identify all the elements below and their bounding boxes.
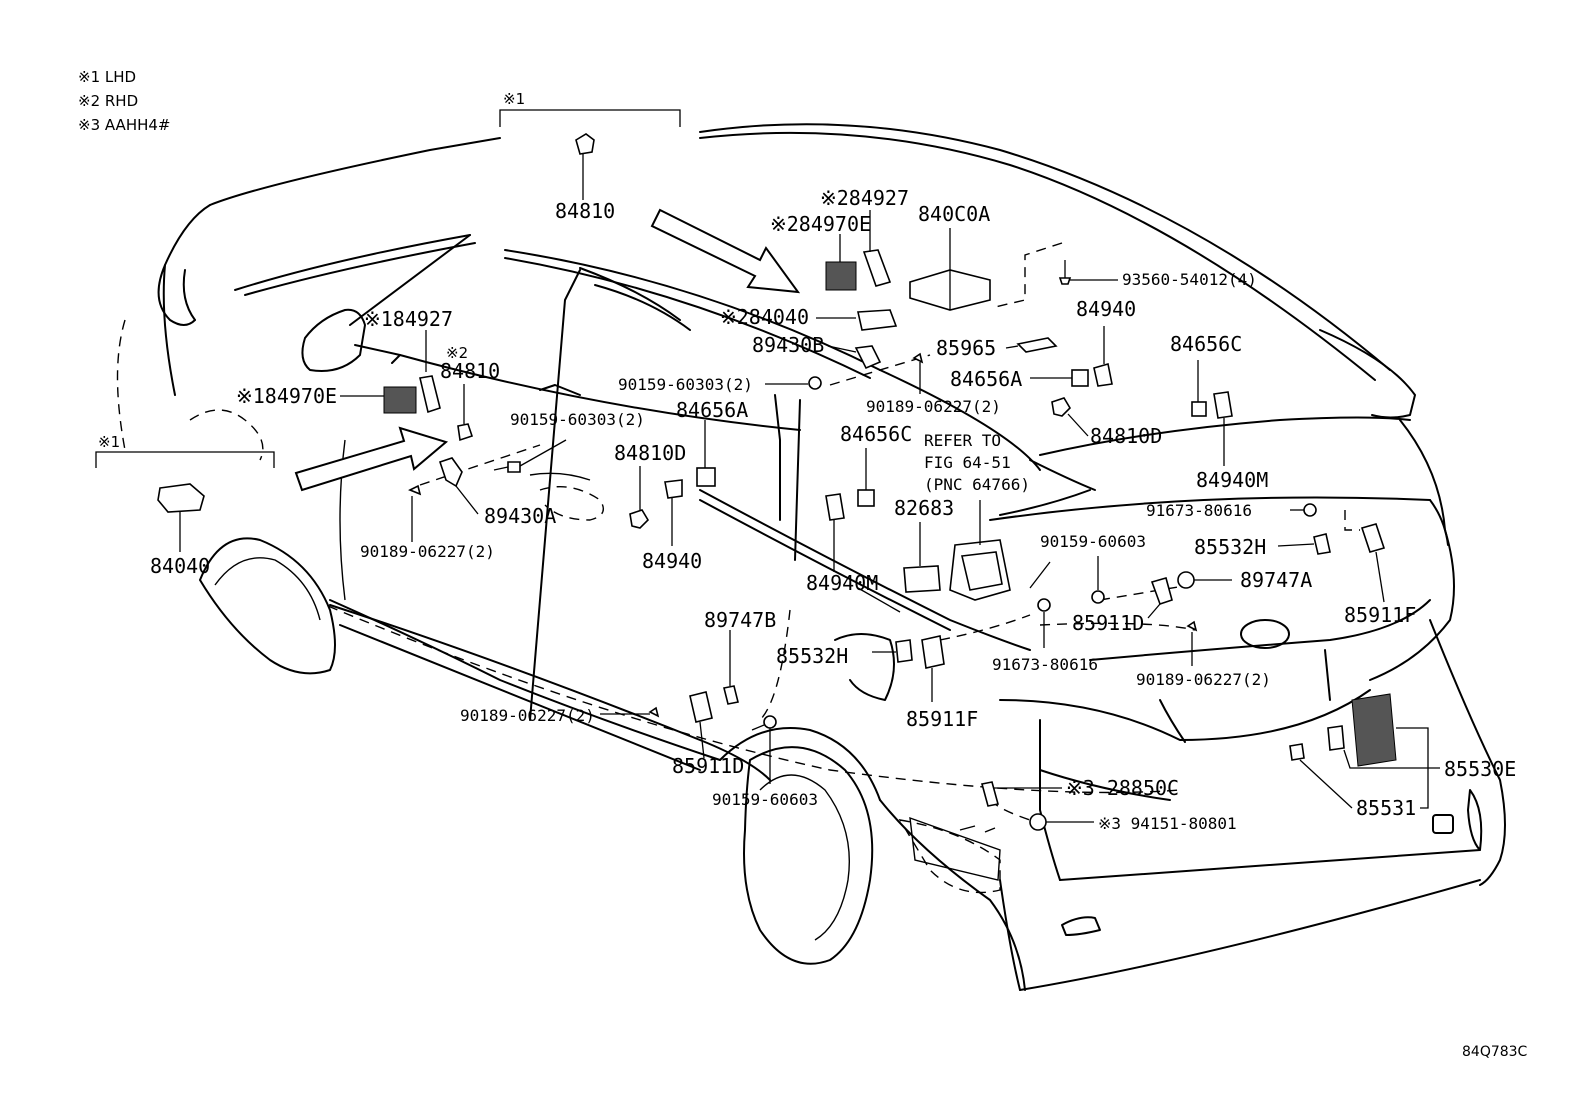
parts bbox=[157, 133, 1397, 831]
legend-note-aahh4: ※3 AAHH4# bbox=[78, 116, 171, 134]
group-bracket-left: ※1 bbox=[95, 433, 275, 468]
legend-note-lhd: ※1 LHD bbox=[78, 68, 136, 86]
callout-85532H-right: 85532H bbox=[1194, 535, 1266, 559]
callout-89747A: 89747A bbox=[1240, 568, 1312, 592]
callout-82683: 82683 bbox=[894, 496, 954, 520]
callout-90159-60603-low: 90159-60603 bbox=[712, 790, 818, 809]
callout-84927-rhd: ※284927 bbox=[820, 186, 909, 210]
callout-labels: 84810 84040 ※184927 ※184970E ※2 84810 90… bbox=[150, 186, 1516, 833]
callout-89430A: 89430A bbox=[484, 504, 556, 528]
vehicle-outline bbox=[116, 123, 1506, 991]
callout-85532H-mid: 85532H bbox=[776, 644, 848, 668]
callout-90159-60303-mid: 90159-60303(2) bbox=[618, 375, 753, 394]
callout-84810D-right: 84810D bbox=[1090, 424, 1162, 448]
callout-85911F-mid: 85911F bbox=[906, 707, 978, 731]
refer-note-line3: (PNC 64766) bbox=[924, 475, 1030, 494]
callout-84970E-rhd: ※284970E bbox=[770, 212, 871, 236]
callout-84970E-lhd: ※184970E bbox=[236, 384, 337, 408]
group-bracket-top: ※1 bbox=[499, 90, 681, 127]
refer-note-line1: REFER TO bbox=[924, 431, 1001, 450]
callout-85911D-right: 85911D bbox=[1072, 611, 1144, 635]
arrow-top-icon bbox=[650, 208, 801, 294]
leader-lines bbox=[179, 154, 1440, 823]
callout-840C0A: 840C0A bbox=[918, 202, 990, 226]
callout-84940-right: 84940 bbox=[1076, 297, 1136, 321]
callout-84810-rhd: 84810 bbox=[440, 359, 500, 383]
group-marker-top: ※1 bbox=[503, 90, 525, 108]
callout-91673-80616-right: 91673-80616 bbox=[1146, 501, 1252, 520]
legend: ※1 LHD ※2 RHD ※3 AAHH4# bbox=[78, 68, 171, 134]
legend-note-rhd: ※2 RHD bbox=[78, 92, 138, 110]
callout-89747B: 89747B bbox=[704, 608, 776, 632]
callout-85911F-right: 85911F bbox=[1344, 603, 1416, 627]
callout-85965: 85965 bbox=[936, 336, 996, 360]
group-marker-left: ※1 bbox=[98, 433, 120, 451]
callout-91673-80616-mid: 91673-80616 bbox=[992, 655, 1098, 674]
callout-90189-06227-right: 90189-06227(2) bbox=[1136, 670, 1271, 689]
callout-89430B: 89430B bbox=[752, 333, 824, 357]
callout-84810-rhd-marker: ※2 bbox=[446, 344, 468, 362]
callout-84810-top: 84810 bbox=[555, 199, 615, 223]
callout-84656A-right: 84656A bbox=[950, 367, 1022, 391]
direction-arrows bbox=[294, 208, 801, 492]
callout-84940M-right: 84940M bbox=[1196, 468, 1268, 492]
callout-84040-left: 84040 bbox=[150, 554, 210, 578]
callout-84040-rhd: ※284040 bbox=[720, 305, 809, 329]
callout-85530E: 85530E bbox=[1444, 757, 1516, 781]
callout-90159-60603-right: 90159-60603 bbox=[1040, 532, 1146, 551]
refer-note-line2: FIG 64-51 bbox=[924, 453, 1011, 472]
figure-code: 84Q783C bbox=[1462, 1044, 1528, 1060]
callout-84810D-mid: 84810D bbox=[614, 441, 686, 465]
callout-90189-06227-low: 90189-06227(2) bbox=[460, 706, 595, 725]
callout-90159-60303-left: 90159-60303(2) bbox=[510, 410, 645, 429]
callout-84940-mid: 84940 bbox=[642, 549, 702, 573]
callout-84940M-mid: 84940M bbox=[806, 571, 878, 595]
callout-28850C: ※3 28850C bbox=[1066, 776, 1179, 800]
arrow-left-icon bbox=[294, 426, 449, 492]
callout-85531: 85531 bbox=[1356, 796, 1416, 820]
callout-85911D-low: 85911D bbox=[672, 754, 744, 778]
callout-94151-80801: ※3 94151-80801 bbox=[1098, 814, 1237, 833]
callout-93560-54012: 93560-54012(4) bbox=[1122, 270, 1257, 289]
callout-90189-06227-left: 90189-06227(2) bbox=[360, 542, 495, 561]
assembly-dash-lines bbox=[419, 242, 1360, 821]
callout-90189-06227-mid: 90189-06227(2) bbox=[866, 397, 1001, 416]
callout-84656A-mid: 84656A bbox=[676, 398, 748, 422]
callout-84656C-right: 84656C bbox=[1170, 332, 1242, 356]
callout-84656C-mid: 84656C bbox=[840, 422, 912, 446]
callout-84927-lhd: ※184927 bbox=[364, 307, 453, 331]
